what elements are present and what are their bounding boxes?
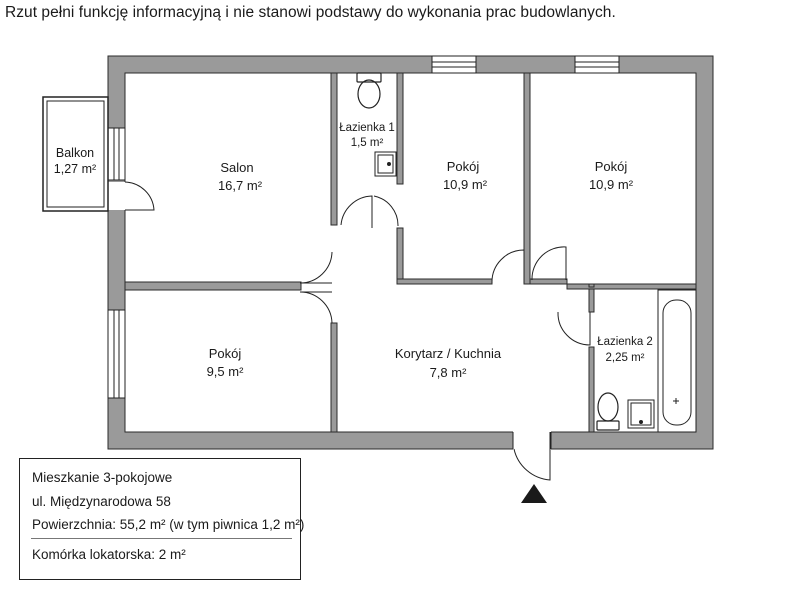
area-lazienka1: 1,5 m² — [351, 137, 384, 149]
door-salon-swing — [299, 251, 333, 284]
window-left-pokoj — [107, 309, 126, 399]
label-korytarz: Korytarz / Kuchnia — [395, 346, 502, 361]
door-lazienka2-swing — [557, 311, 591, 346]
disclaimer: Rzut pełni funkcję informacyjną i nie st… — [5, 4, 616, 21]
window-top-1 — [431, 55, 477, 74]
door-lazienka1-swing — [340, 195, 373, 228]
balcony-door-opening — [107, 182, 126, 210]
window-top-2 — [574, 55, 620, 74]
door-lazienka1-swing-2 — [373, 195, 399, 227]
interior-walls — [124, 72, 697, 433]
window-left-salon — [107, 127, 126, 181]
toilet-icon — [356, 72, 382, 109]
label-lazienka2: Łazienka 2 — [597, 336, 653, 348]
area-pokoj2: 10,9 m² — [589, 177, 634, 192]
toilet-icon-2 — [596, 392, 620, 431]
label-pokoj3: Pokój — [209, 346, 242, 361]
area-salon: 16,7 m² — [218, 178, 263, 193]
storage-area: Komórka lokatorska: 2 m² — [32, 547, 186, 562]
label-salon: Salon — [220, 160, 253, 175]
area-pokoj1: 10,9 m² — [443, 177, 488, 192]
sink-icon — [374, 151, 397, 177]
door-pokoj2-swing — [531, 246, 567, 281]
entrance-arrow-icon — [521, 484, 547, 503]
apartment-address: ul. Międzynarodowa 58 — [32, 494, 171, 509]
entrance-door-swing — [513, 432, 551, 481]
area-lazienka2: 2,25 m² — [606, 352, 645, 364]
info-divider — [31, 538, 292, 539]
area-korytarz: 7,8 m² — [430, 365, 468, 380]
door-pokoj1-swing — [491, 249, 525, 284]
label-lazienka1: Łazienka 1 — [339, 122, 395, 134]
label-pokoj1: Pokój — [447, 159, 480, 174]
label-pokoj2: Pokój — [595, 159, 628, 174]
area-balkon: 1,27 m² — [54, 162, 96, 176]
balcony — [42, 96, 109, 212]
balcony-door-swing — [124, 181, 155, 211]
entrance-opening — [513, 431, 551, 451]
apartment-title: Mieszkanie 3-pokojowe — [32, 470, 173, 485]
door-pokoj-swing — [299, 291, 333, 324]
area-pokoj3: 9,5 m² — [207, 364, 245, 379]
outer-wall — [107, 55, 714, 450]
bathtub-icon — [657, 289, 697, 433]
sink-icon-2 — [627, 399, 655, 429]
apartment-area: Powierzchnia: 55,2 m² (w tym piwnica 1,2… — [32, 517, 305, 532]
label-balkon: Balkon — [56, 146, 94, 160]
info-box: Mieszkanie 3-pokojowe ul. Międzynarodowa… — [19, 458, 305, 580]
